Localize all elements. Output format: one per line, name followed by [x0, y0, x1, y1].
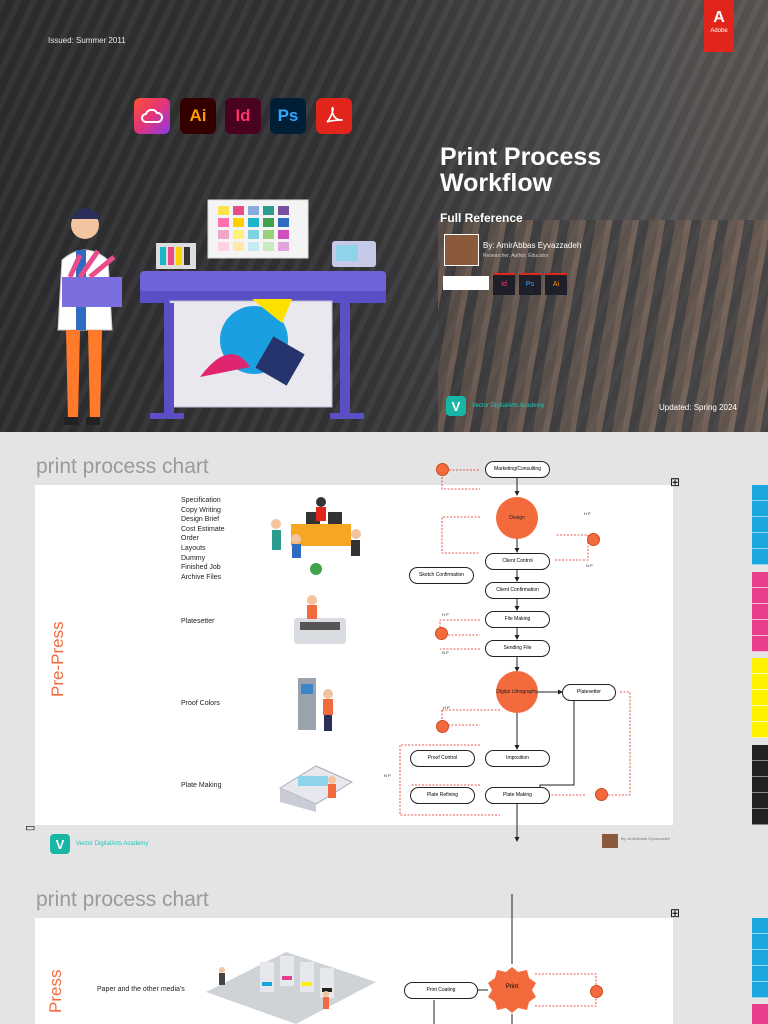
badge-photoshop: Ps: [519, 273, 541, 295]
issued-date: Issued: Summer 2011: [48, 36, 126, 45]
node-client-control: Client Control: [485, 553, 550, 570]
press-machine-illustration: [206, 952, 376, 1024]
add-page-icon[interactable]: ⊞: [670, 475, 681, 489]
slide1-heading: print process chart: [36, 455, 209, 478]
np-label: N P: [586, 563, 593, 568]
print-node-shape: [488, 967, 536, 1013]
paper-media-label: Paper and the other media's: [97, 986, 185, 993]
black-swatch-strip: [752, 745, 768, 825]
gear-icon: [587, 533, 600, 546]
badge-illustrator: Ai: [545, 273, 567, 295]
creative-cloud-icon: [134, 98, 170, 134]
team-illustration: [271, 497, 361, 575]
academy-name: Vector DigitalArts Academy: [472, 403, 545, 409]
node-marketing: Marketing/Consulting: [485, 461, 550, 478]
np-label: N P: [384, 773, 391, 778]
gear-icon: [435, 627, 448, 640]
task-list: Specification Copy Writing Design Brief …: [181, 496, 225, 582]
proof-colors-illustration: [298, 678, 333, 731]
task-item: Copy Writing: [181, 506, 221, 514]
magenta-swatch-strip: [752, 1004, 768, 1024]
add-page-icon[interactable]: ⊞: [670, 906, 681, 920]
node-file-making: File Making: [485, 611, 550, 628]
task-item: Cost Estimate: [181, 525, 225, 533]
cyan-swatch-strip: [752, 918, 768, 998]
node-platesetter: Platesetter: [562, 684, 616, 701]
hp-label: H P: [584, 511, 591, 516]
node-digital-lithography: Digital Lithography: [496, 671, 538, 713]
vector-logo-icon: V: [446, 396, 466, 416]
gear-icon: [590, 985, 603, 998]
node-print-coating: Print Coating: [404, 982, 478, 999]
comment-icon[interactable]: ▭: [25, 822, 36, 834]
gear-icon: [436, 463, 449, 476]
slide1-footer-author: By: AmirAbbas Eyvazzadeh: [621, 836, 671, 841]
cover-title: Print Process Workflow: [440, 143, 602, 197]
vector-logo-icon: V: [50, 834, 70, 854]
gear-icon: [595, 788, 608, 801]
np-label: N P: [442, 650, 449, 655]
node-plate-making: Plate Making: [485, 787, 550, 804]
platesetter-illustration: [294, 595, 346, 644]
node-sketch-confirmation: Sketch Confirmation: [409, 567, 474, 584]
yellow-swatch-strip: [752, 658, 768, 738]
author-role: Researcher, Author, Educator: [483, 253, 549, 259]
author-name: By: AmirAbbas Eyvazzadeh: [483, 241, 582, 250]
author-thumbnail: [602, 834, 618, 848]
cyan-swatch-strip: [752, 485, 768, 565]
hp-label: H P: [442, 612, 449, 617]
task-item: Archive Files: [181, 573, 222, 581]
section-pre-press: Pre-Press: [48, 621, 67, 697]
plate-making-illustration: [278, 765, 354, 812]
cover-subtitle: Full Reference: [440, 211, 523, 225]
proof-colors-label: Proof Colors: [181, 700, 220, 707]
node-imposition: Imposition: [485, 750, 550, 767]
press-flowchart-lines: [433, 894, 597, 1024]
node-plate-refining: Plate Refining: [410, 787, 475, 804]
node-proof-control: Proof Control: [410, 750, 475, 767]
indesign-icon: Id: [225, 98, 261, 134]
section-press: Press: [46, 969, 65, 1013]
platesetter-label: Platesetter: [181, 618, 215, 625]
illustrator-icon: Ai: [180, 98, 216, 134]
plate-making-label: Plate Making: [181, 782, 222, 789]
updated-date: Updated: Spring 2024: [659, 403, 737, 412]
node-print: Print: [505, 984, 519, 990]
certified-badge: [443, 276, 489, 290]
node-client-confirmation: Client Confirmation: [485, 582, 550, 599]
node-sending-file: Sending File: [485, 640, 550, 657]
press-background: [438, 220, 768, 432]
node-design: Design: [496, 497, 538, 539]
task-item: Design Brief: [181, 516, 220, 524]
acrobat-icon: [316, 98, 352, 134]
task-item: Layouts: [181, 544, 206, 552]
hp-label: H P: [443, 705, 450, 710]
task-item: Dummy: [181, 554, 206, 562]
gear-icon: [436, 720, 449, 733]
task-item: Order: [181, 535, 199, 543]
task-item: Finished Job: [181, 564, 221, 572]
badge-indesign: Id: [493, 273, 515, 295]
printer-illustration: [57, 199, 386, 425]
photoshop-icon: Ps: [270, 98, 306, 134]
author-photo: [444, 234, 479, 266]
academy-brand: V Vector DigitalArts Academy: [446, 396, 544, 416]
slide2-heading: print process chart: [36, 888, 209, 911]
task-item: Specification: [181, 497, 221, 504]
slide1-footer-academy: V Vector DigitalArts Academy: [50, 834, 148, 854]
magenta-swatch-strip: [752, 572, 768, 652]
academy-name: Vector DigitalArts Academy: [76, 841, 149, 847]
